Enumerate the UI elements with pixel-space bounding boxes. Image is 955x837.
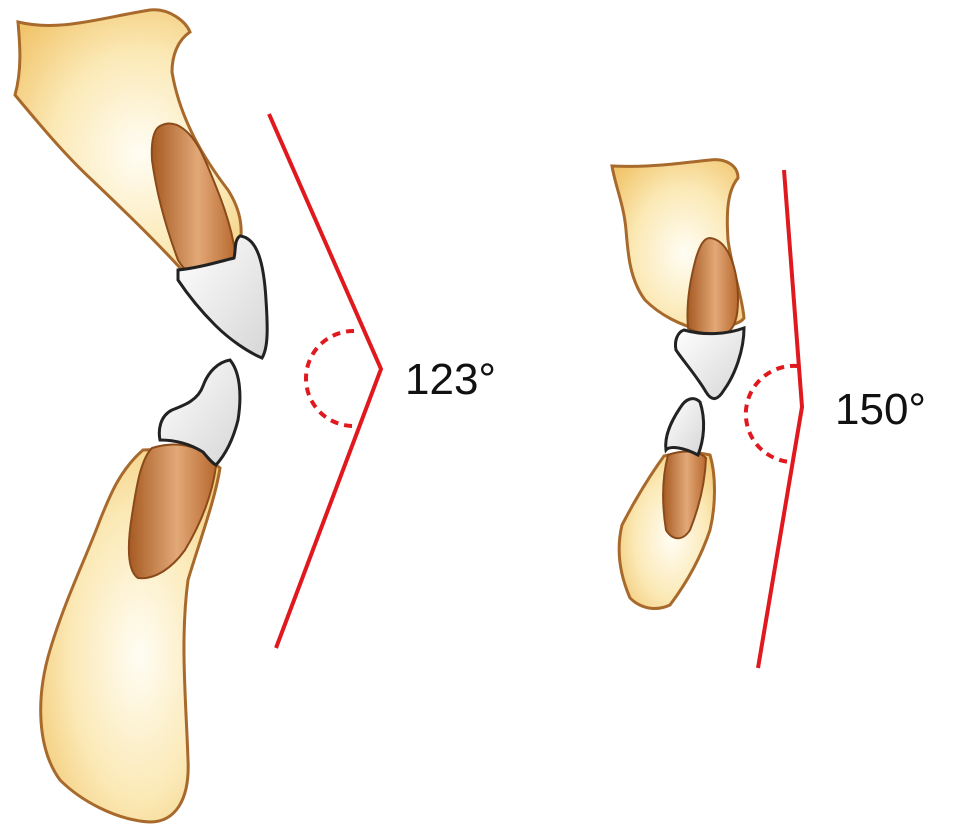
left-angle-lines <box>269 114 381 648</box>
right-angle-lines <box>746 170 802 668</box>
left-upper-jaw <box>15 10 267 358</box>
right-angle-arc <box>746 366 798 462</box>
right-upper-crown <box>675 328 744 399</box>
right-lower-jaw <box>619 399 714 609</box>
left-lower-root <box>129 445 216 579</box>
right-upper-jaw <box>612 160 744 399</box>
left-angle-arc <box>306 331 354 426</box>
left-lower-jaw <box>41 360 240 822</box>
left-angle-label: 123° <box>405 358 496 402</box>
right-angle-line <box>758 170 802 668</box>
left-angle-line <box>269 114 381 648</box>
right-lower-crown <box>666 399 704 455</box>
right-angle-label: 150° <box>835 388 926 432</box>
